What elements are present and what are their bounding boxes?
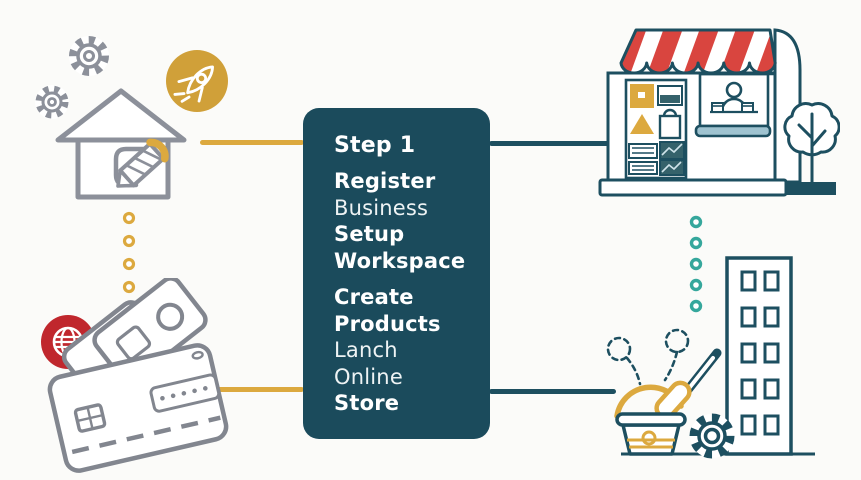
- card-line: Online: [334, 364, 403, 389]
- card-line: Lanch: [334, 338, 398, 362]
- storefront-icon: [598, 28, 840, 197]
- tree-icon: [783, 102, 840, 184]
- teal-dotted-connector: [689, 215, 703, 313]
- shopkeeper-window-icon: [694, 72, 775, 138]
- house-pencil-icon: [55, 88, 187, 200]
- card-line: Setup: [334, 222, 405, 246]
- card-line: Create: [334, 285, 414, 309]
- credit-card-front-icon: [47, 343, 229, 473]
- pencil-icon: [116, 138, 169, 188]
- credit-cards-icon: [47, 278, 229, 473]
- connector-gold-top: [200, 140, 304, 145]
- gears-icon: [35, 36, 109, 119]
- card-line: Business: [334, 195, 429, 220]
- card-line: Workspace: [334, 248, 466, 273]
- connector-teal-bottom: [489, 389, 616, 394]
- card-line: Register: [334, 169, 436, 193]
- step-card: Step 1 Register Business Setup Workspace…: [303, 108, 490, 439]
- launch-scene-icon: [606, 256, 815, 459]
- awning-icon: [619, 28, 777, 75]
- shelf-icon: [624, 78, 688, 180]
- cog-icon: [689, 413, 735, 459]
- connector-teal-top: [489, 141, 610, 146]
- rocket-badge: [166, 50, 228, 112]
- bucket-icon: [614, 380, 692, 456]
- connector-gold-bottom: [206, 387, 304, 392]
- building-icon: [725, 256, 793, 456]
- card-line: Products: [334, 311, 441, 336]
- rocket-icon: [173, 65, 214, 103]
- step-title: Step 1: [334, 133, 416, 158]
- card-line: Store: [334, 391, 400, 415]
- gear-icon: [35, 85, 69, 119]
- dashed-curl-icon: [606, 328, 690, 386]
- gear-icon: [69, 36, 109, 76]
